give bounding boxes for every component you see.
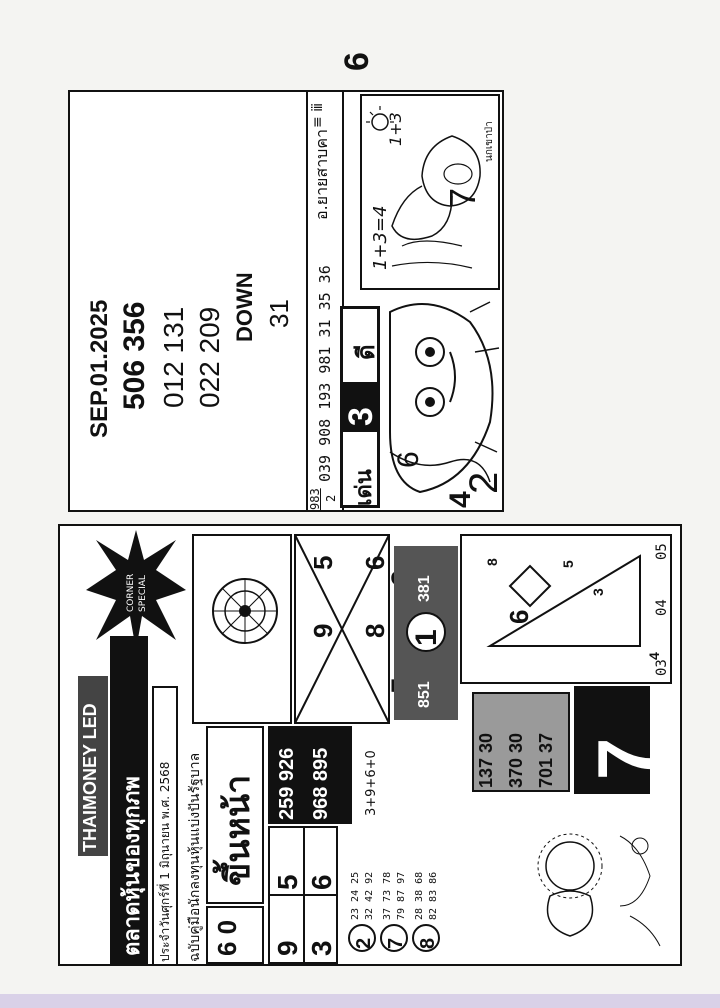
sketch-formula: 1+3=4 — [370, 205, 391, 270]
grid-cell-2: 5 — [272, 874, 303, 890]
rank-1: 2 — [353, 937, 375, 949]
rank-badge-3 — [412, 924, 440, 952]
circle-number: 1 — [410, 629, 443, 646]
tile-line-3: 701 37 — [536, 732, 556, 788]
monk-illustration — [537, 833, 661, 947]
tri-num-5: 5 — [560, 560, 576, 568]
burst-line-1: CORNER — [126, 573, 136, 612]
tile-line-2: 370 30 — [506, 732, 526, 788]
grid-cell-4: 6 — [306, 874, 337, 890]
header-band — [78, 676, 108, 856]
x-box-left: 8 — [360, 623, 390, 638]
triples-top: 259 926 — [276, 747, 298, 820]
sketch-box — [360, 94, 500, 290]
circle-left: 851 — [416, 681, 433, 708]
big-seven: 7 — [583, 737, 668, 780]
result-line-down: DOWN — [232, 272, 257, 342]
play-label: เด่น — [351, 469, 376, 506]
big-seven-box — [574, 686, 650, 794]
hand-number-7: 7 — [442, 187, 483, 208]
tile-box — [472, 692, 570, 792]
grid-cell-1: 9 — [272, 940, 303, 956]
left-sheet: THAIMONEY LED CORNER SPECIAL ตลาดหุ้นของ… — [58, 524, 682, 966]
date-line: ประจำวันศุกร์ที่ 1 มิถุนายน พ.ศ. 2568 — [158, 761, 172, 962]
triples-bottom: 968 895 — [310, 747, 332, 820]
page-number: 6 — [337, 52, 376, 71]
tile-line-1: 137 30 — [476, 732, 496, 788]
title-band — [110, 636, 148, 964]
hand-number-2: 2 — [462, 471, 506, 494]
top-digits: 6 0 — [212, 919, 242, 956]
rank-line-3: 37 73 78 — [382, 871, 393, 920]
rank-line-4: 79 87 97 — [396, 871, 407, 920]
brand-mark: ≡ ⅲ — [310, 102, 326, 128]
rank-2: 7 — [385, 937, 407, 949]
band-header-label: 983 — [308, 488, 322, 510]
x-box-bottom: 6 — [360, 555, 390, 570]
cartoon-illustration — [389, 301, 500, 494]
sketch-note: 1+3 — [386, 112, 405, 146]
triangle-diagram — [486, 554, 641, 647]
result-line-2: 012 131 — [158, 306, 189, 408]
circle-center — [406, 612, 446, 652]
number-band — [306, 92, 344, 510]
banner-text: ขึ้นหน้า — [219, 774, 257, 886]
rank-line-1: 23 24 25 — [350, 871, 361, 920]
bottom-num-3: 05 — [654, 543, 670, 560]
mid-label: 3+9+6+0 — [364, 750, 379, 816]
banner-box — [206, 726, 264, 904]
sketch-caption: นกเขาป่า — [484, 121, 495, 162]
tri-num-6: 6 — [504, 609, 534, 624]
band-sub-label: 2 — [324, 494, 338, 502]
triples-box — [268, 726, 352, 824]
grid-cell-3: 3 — [306, 940, 337, 956]
result-line-1: 506 356 — [118, 301, 151, 410]
rank-line-5: 28 38 68 — [414, 871, 425, 920]
sheet-title: ตลาดหุ้นของทุกภพ — [119, 776, 144, 956]
sub-title: ฉบับคู่มือนักลงทุนหุ้นแบ่งปันรัฐบาล — [187, 752, 203, 962]
rank-line-6: 82 83 86 — [428, 871, 439, 920]
sheet-date: SEP.01.2025 — [86, 299, 113, 438]
tri-num-8: 8 — [484, 558, 500, 566]
bottom-num-1: 03 — [654, 659, 670, 676]
play-number: 3 — [342, 407, 380, 426]
bottom-num-2: 04 — [654, 599, 670, 616]
hand-number-6: 6 — [392, 451, 425, 468]
x-diagram — [294, 534, 390, 724]
right-sheet: SEP.01.2025 506 356 012 131 022 209 DOWN… — [68, 90, 506, 512]
play-number-box — [342, 382, 378, 432]
result-line-3: 022 209 — [194, 306, 225, 408]
rank-line-2: 32 42 92 — [364, 871, 375, 920]
wheel-box — [192, 534, 292, 724]
wheel-icon — [212, 578, 278, 644]
rank-3: 8 — [417, 937, 439, 949]
result-line-5: 31 — [264, 299, 294, 328]
rank-badge-2 — [380, 924, 408, 952]
x-box-right: 5 — [308, 555, 338, 570]
top-digits-box — [206, 906, 264, 964]
circle-right: 381 — [416, 575, 433, 602]
rank-badge-1 — [348, 924, 376, 952]
x-box-top: 9 — [308, 623, 338, 638]
date-line-box — [152, 686, 178, 966]
burst-line-2: SPECIAL — [138, 575, 148, 612]
bird-sketch — [366, 106, 481, 269]
burst-icon — [86, 530, 186, 650]
brand-label: อ.ยายสาบคา — [312, 128, 331, 220]
band-numbers-row: 039 908 193 981 31 35 36 — [316, 265, 334, 482]
digit-grid-vline — [268, 894, 338, 896]
tri-num-3: 3 — [590, 588, 606, 596]
header-title: THAIMONEY LED — [80, 703, 100, 852]
bottom-strip — [0, 994, 720, 1008]
